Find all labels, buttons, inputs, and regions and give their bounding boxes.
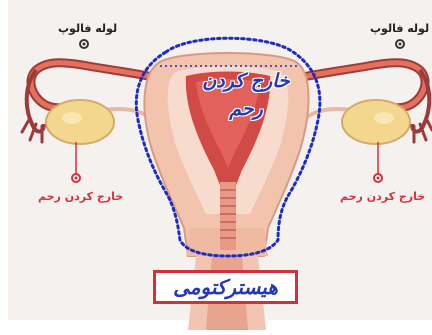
label-removal-right: خارج کردن رحم xyxy=(340,190,425,203)
title-hysterectomy: هیسترکتومی xyxy=(153,270,298,304)
label-removal-left: خارج کردن رحم xyxy=(38,190,123,203)
label-uterus-removal-line1: خارج کردن xyxy=(182,70,310,92)
tube-pointer-left xyxy=(80,40,88,48)
label-fallopian-tube-left: لوله فالوپ xyxy=(58,22,117,35)
tube-pointer-right xyxy=(396,40,404,48)
label-uterus-removal-line2: رحم xyxy=(182,98,310,120)
label-fallopian-tube-right: لوله فالوپ xyxy=(370,22,429,35)
